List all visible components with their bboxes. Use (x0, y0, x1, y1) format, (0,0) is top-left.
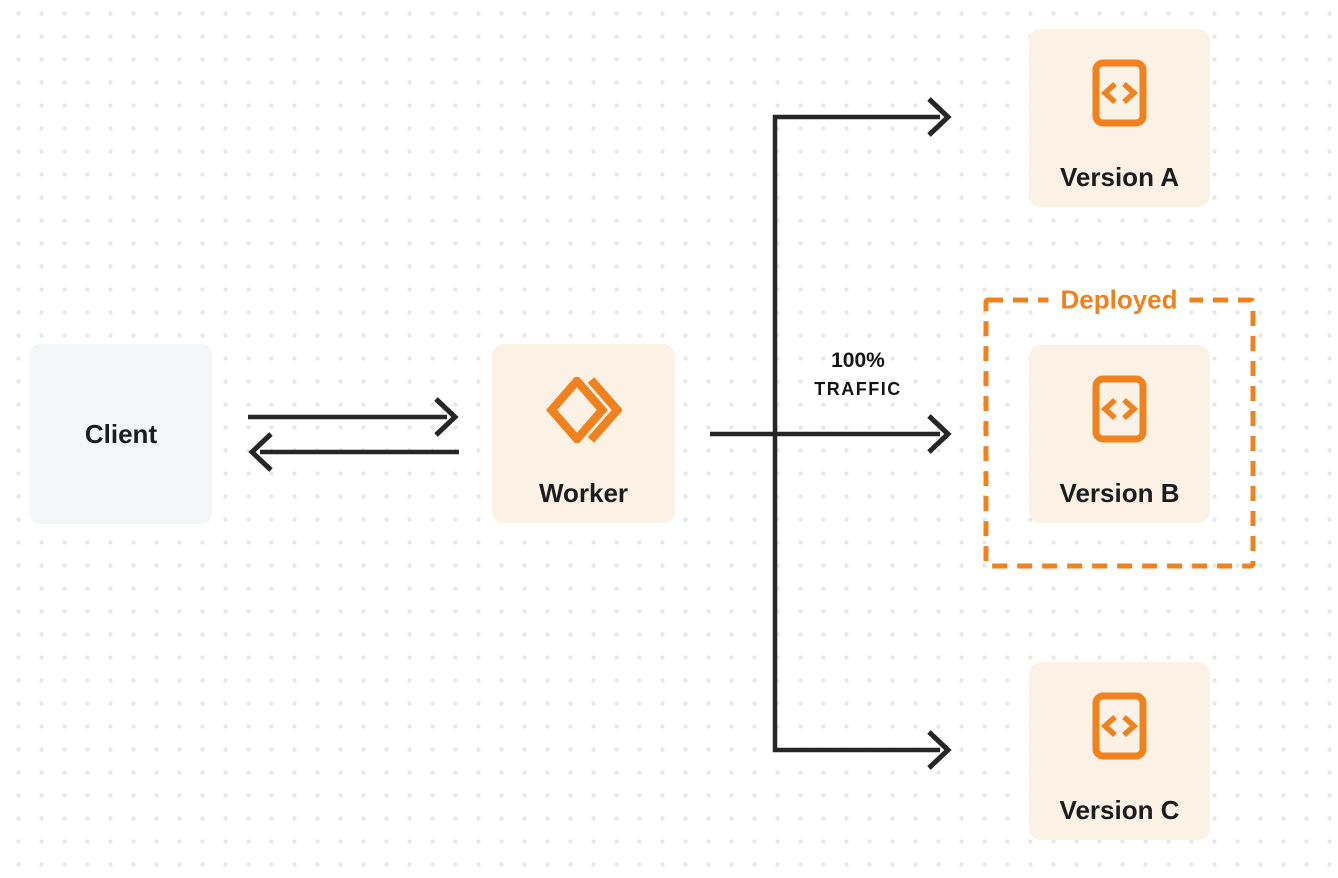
version-b-label: Version B (1059, 478, 1180, 508)
worker-label: Worker (538, 478, 629, 508)
version-a-node: Version A (1029, 29, 1210, 207)
version-c-label: Version C (1059, 795, 1180, 825)
code-file-icon (1092, 375, 1147, 448)
version-b-node: Version B (1029, 345, 1210, 523)
workers-chevron-logo-icon (545, 374, 623, 448)
branch-trunk (710, 97, 952, 770)
arrowhead-version-a (927, 97, 952, 137)
arrowhead-version-c (927, 730, 952, 770)
worker-node: Worker (492, 344, 675, 523)
code-file-icon (1092, 59, 1147, 132)
version-c-node: Version C (1029, 662, 1210, 840)
traffic-percent: 100% (831, 349, 885, 372)
deployed-label: Deployed (1048, 283, 1190, 317)
worker-to-client-arrow (248, 432, 459, 472)
version-a-label: Version A (1060, 162, 1179, 192)
client-node: Client (30, 344, 212, 524)
traffic-annotation: 100% TRAFFIC (814, 349, 901, 406)
arrowhead-version-b (927, 414, 952, 454)
traffic-word: TRAFFIC (814, 379, 902, 399)
client-label: Client (84, 419, 158, 449)
code-file-icon (1092, 692, 1147, 765)
client-to-worker-arrow (248, 397, 459, 437)
